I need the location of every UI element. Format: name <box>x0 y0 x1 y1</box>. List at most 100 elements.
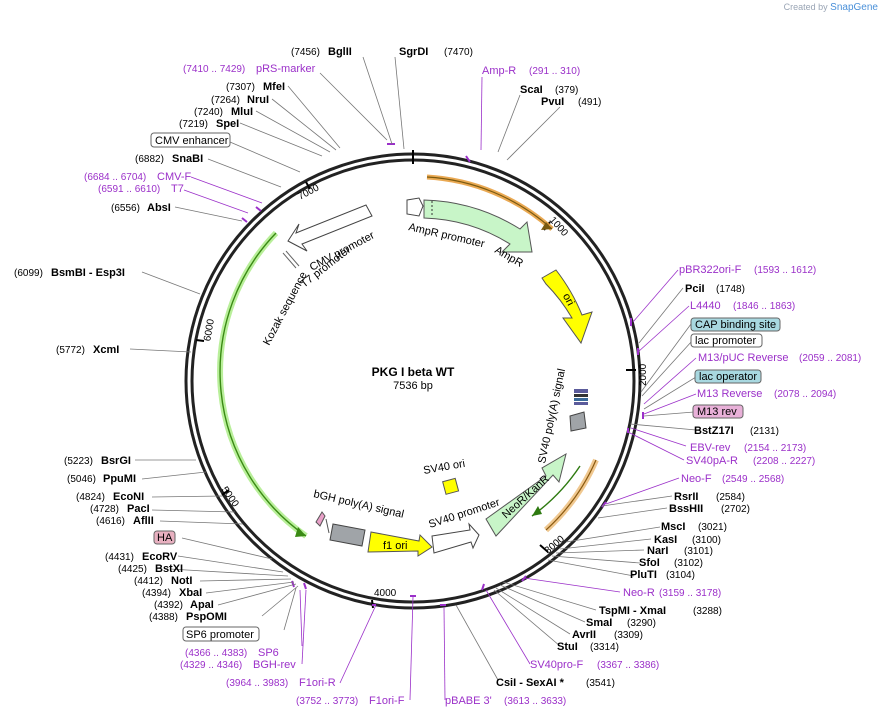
primer-name[interactable]: BGH-rev <box>253 659 296 671</box>
enzyme-name[interactable]: PciI <box>685 283 705 295</box>
primer-name[interactable]: T7 <box>171 183 184 195</box>
enzyme-name[interactable]: PacI <box>127 503 150 515</box>
enzyme-pos: (3104) <box>666 570 695 581</box>
primer-range: (6591 .. 6610) <box>98 184 160 195</box>
enzyme-name[interactable]: RsrII <box>674 491 698 503</box>
m13-rev-box[interactable]: M13 rev <box>692 404 744 419</box>
primer-name[interactable]: Amp-R <box>482 65 516 77</box>
tick-label-4000: 4000 <box>374 588 397 599</box>
enzyme-pos: (3541) <box>586 678 615 689</box>
enzyme-pos: (4616) <box>96 516 125 527</box>
cap-binding-site-box[interactable]: CAP binding site <box>690 317 781 332</box>
neo-kanr-label: NeoR/KanR <box>500 473 552 521</box>
enzyme-pos: (5046) <box>67 474 96 485</box>
enzyme-name[interactable]: BsmBI - Esp3I <box>51 267 125 279</box>
enzyme-pos: (4728) <box>90 504 119 515</box>
enzyme-pos: (4412) <box>134 576 163 587</box>
sp6-promoter-box[interactable]: SP6 promoter <box>182 626 260 642</box>
enzyme-pos: (2131) <box>750 426 779 437</box>
enzyme-pos: (3309) <box>614 630 643 641</box>
primer-name[interactable]: CMV-F <box>157 171 192 183</box>
enzyme-name[interactable]: BstXI <box>155 563 183 575</box>
primer-name[interactable]: F1ori-F <box>369 695 405 707</box>
enzyme-name[interactable]: NotI <box>171 575 192 587</box>
enzyme-name[interactable]: PvuI <box>541 96 564 108</box>
primer-name[interactable]: Neo-R <box>623 587 655 599</box>
cmv-promoter-feature[interactable]: CMV promoter T7 promoter Kozak sequence <box>261 204 377 347</box>
enzyme-name[interactable]: BglII <box>328 46 352 58</box>
primer-range: (3752 .. 3773) <box>296 696 358 707</box>
enzyme-name[interactable]: PpuMI <box>103 473 136 485</box>
enzyme-name[interactable]: PluTI <box>630 569 657 581</box>
enzyme-pos: (491) <box>578 97 601 108</box>
enzyme-name[interactable]: CsiI - SexAI * <box>496 677 565 689</box>
enzyme-name[interactable]: AbsI <box>147 202 171 214</box>
enzyme-labels: (7456) BglII SgrDI (7470) ScaI (379) Pvu… <box>14 46 779 689</box>
enzyme-pos: (379) <box>555 85 578 96</box>
enzyme-pos: (7456) <box>291 47 320 58</box>
primer-name[interactable]: Neo-F <box>681 473 712 485</box>
enzyme-name[interactable]: ApaI <box>190 599 214 611</box>
enzyme-name[interactable]: EcoRV <box>142 551 178 563</box>
lac-promoter-box[interactable]: lac promoter <box>690 333 763 348</box>
enzyme-pos: (3100) <box>692 535 721 546</box>
primer-range: (2154 .. 2173) <box>744 443 806 454</box>
enzyme-name[interactable]: MluI <box>231 106 253 118</box>
enzyme-pos: (3288) <box>693 606 722 617</box>
enzyme-name[interactable]: TspMI - XmaI <box>599 605 666 617</box>
primer-name[interactable]: M13/pUC Reverse <box>698 352 788 364</box>
lac-promoter-label: lac promoter <box>695 335 756 347</box>
enzyme-name[interactable]: PspOMI <box>186 611 227 623</box>
primer-range: (3964 .. 3983) <box>226 678 288 689</box>
primer-name[interactable]: pBR322ori-F <box>679 264 742 276</box>
enzyme-name[interactable]: SmaI <box>586 617 612 629</box>
enzyme-name[interactable]: BssHII <box>669 503 703 515</box>
lac-operator-label: lac operator <box>699 371 757 383</box>
enzyme-name[interactable]: EcoNI <box>113 491 144 503</box>
enzyme-name[interactable]: SpeI <box>216 118 239 130</box>
primer-name[interactable]: EBV-rev <box>690 442 731 454</box>
primer-name[interactable]: SP6 <box>258 647 279 659</box>
primer-name[interactable]: L4440 <box>690 300 721 312</box>
enzyme-name[interactable]: BsrGI <box>101 455 131 467</box>
primer-range: (2078 .. 2094) <box>774 389 836 400</box>
primer-range: (3159 .. 3178) <box>659 588 721 599</box>
enzyme-name[interactable]: ScaI <box>520 84 543 96</box>
tick-label-6000: 6000 <box>202 318 217 342</box>
enzyme-name[interactable]: AflII <box>133 515 154 527</box>
enzyme-name[interactable]: MfeI <box>263 81 285 93</box>
primer-name[interactable]: M13 Reverse <box>697 388 762 400</box>
cmv-enhancer-box[interactable]: CMV enhancer <box>150 132 231 148</box>
enzyme-name[interactable]: XbaI <box>179 587 202 599</box>
enzyme-name[interactable]: SnaBI <box>172 153 203 165</box>
enzyme-name[interactable]: SgrDI <box>399 46 428 58</box>
enzyme-name[interactable]: StuI <box>557 641 578 653</box>
enzyme-name[interactable]: MscI <box>661 521 685 533</box>
enzyme-pos: (4388) <box>149 612 178 623</box>
primer-range: (2549 .. 2568) <box>722 474 784 485</box>
primer-name[interactable]: F1ori-R <box>299 677 336 689</box>
enzyme-pos: (4824) <box>76 492 105 503</box>
primer-name[interactable]: pRS-marker <box>256 63 316 75</box>
cap-binding-site-label: CAP binding site <box>695 319 776 331</box>
sv40-ori-feature[interactable]: SV40 ori <box>422 458 466 495</box>
enzyme-name[interactable]: XcmI <box>93 344 119 356</box>
enzyme-name[interactable]: SfoI <box>639 557 660 569</box>
ori-label: ori <box>560 291 576 307</box>
primer-name[interactable]: SV40pro-F <box>530 659 583 671</box>
enzyme-name[interactable]: NruI <box>247 94 269 106</box>
enzyme-name[interactable]: AvrII <box>572 629 596 641</box>
primer-name[interactable]: pBABE 3' <box>445 695 492 707</box>
enzyme-name[interactable]: BstZ17I <box>694 425 734 437</box>
enzyme-name[interactable]: NarI <box>647 545 668 557</box>
primer-name[interactable]: SV40pA-R <box>686 455 738 467</box>
ha-box[interactable]: HA <box>153 530 176 545</box>
lac-operator-box[interactable]: lac operator <box>694 369 762 384</box>
snapgene-logo: SnapGene <box>830 2 878 13</box>
f1-ori-feature[interactable]: f1 ori <box>367 531 433 557</box>
snapgene-credit: Created by SnapGene <box>784 2 878 13</box>
sv40-polya-feature[interactable]: SV40 poly(A) signal <box>536 368 588 465</box>
enzyme-name[interactable]: KasI <box>654 534 677 546</box>
ori-feature[interactable]: ori <box>541 269 593 345</box>
